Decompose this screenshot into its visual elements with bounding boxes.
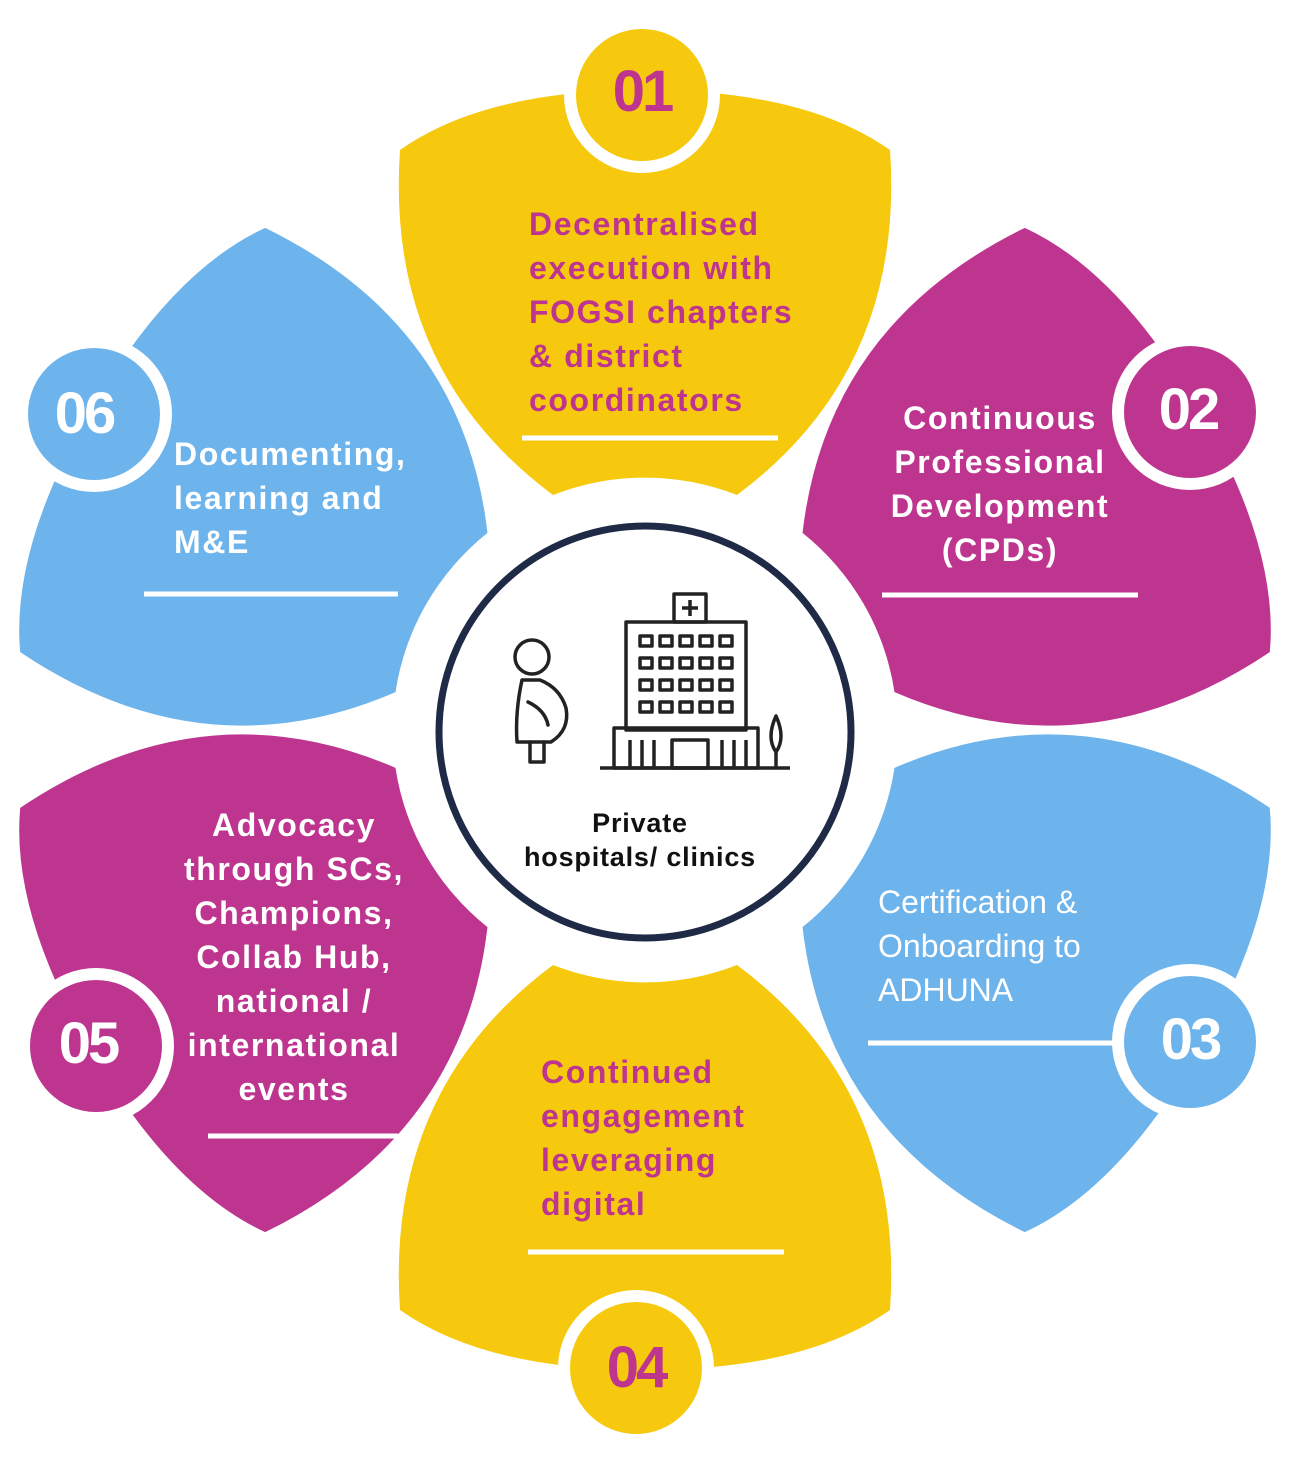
tree-icon — [769, 714, 783, 768]
step-04-text: Continued engagement leveraging digital — [541, 1054, 746, 1222]
step-02-number: 02 — [1158, 377, 1221, 442]
step-01-badge — [576, 29, 708, 161]
step-06-text: Documenting, learning and M&E — [174, 436, 407, 560]
step-02-badge — [1124, 346, 1256, 478]
center-circle — [435, 522, 855, 942]
step-01-number: 01 — [612, 59, 675, 124]
step-03-badge — [1124, 976, 1256, 1108]
step-05-text: Advocacy through SCs, Champions, Collab … — [183, 807, 405, 1107]
center-label: Private hospitals/ clinics — [524, 808, 756, 872]
hospital-building-icon — [600, 592, 790, 770]
step-04-badge — [570, 1302, 702, 1434]
step-02-text: Continuous Professional Development (CPD… — [890, 400, 1110, 568]
step-04-number: 04 — [606, 1335, 669, 1400]
step-03-text: Certification & Onboarding to ADHUNA — [878, 884, 1081, 1008]
step-06-number: 06 — [54, 381, 117, 446]
pregnant-woman-icon — [513, 638, 569, 764]
step-05-badge — [30, 980, 162, 1112]
step-03-number: 03 — [1160, 1007, 1223, 1072]
step-01-text: Decentralised execution with FOGSI chapt… — [529, 206, 794, 418]
step-05-number: 05 — [58, 1011, 121, 1076]
step-06-badge — [28, 348, 160, 480]
